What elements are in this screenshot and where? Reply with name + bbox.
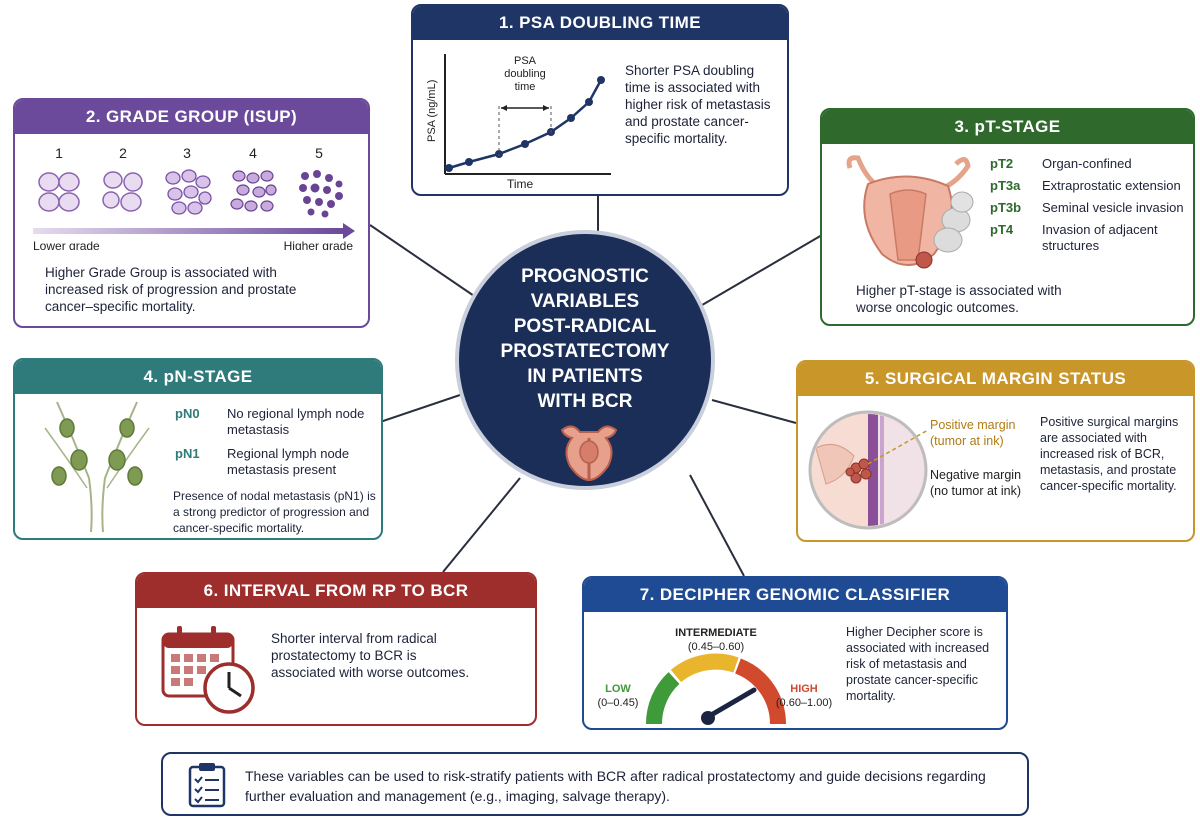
pt-stage-desc: Invasion of adjacent structures: [1042, 222, 1158, 253]
pt-stage-row: pT4 Invasion of adjacent structures: [990, 222, 1190, 254]
high-label: HIGH: [790, 683, 818, 695]
footer-summary-box: These variables can be used to risk-stra…: [161, 752, 1029, 816]
calendar-clock-icon: [161, 626, 255, 714]
grade-label: 1: [55, 145, 63, 161]
grade-group-card: 2. GRADE GROUP (ISUP) 1 2 3 4 5: [13, 98, 370, 328]
intermediate-label: INTERMEDIATE: [675, 627, 757, 639]
psa-doubling-title: 1. PSA DOUBLING TIME: [413, 6, 787, 40]
pt-stage-row: pT3b Seminal vesicle invasion: [990, 200, 1190, 216]
pt-stage-code: pT3a: [990, 178, 1021, 193]
pt-stage-desc: Seminal vesicle invasion: [1042, 200, 1184, 215]
decipher-description: Higher Decipher score is associated with…: [846, 625, 990, 703]
margin-leader-lines: [868, 429, 929, 465]
grade-higher-label: Higher grade: [284, 239, 354, 250]
grade-label: 2: [119, 145, 127, 161]
center-title-line: POST-RADICAL: [513, 316, 657, 337]
pt-stage-card: 3. pT-STAGE pT2 Organ-confined pT3a Extr…: [820, 108, 1195, 326]
pt-stage-code: pT3b: [990, 200, 1022, 215]
psa-y-axis-label: PSA (ng/mL): [426, 80, 438, 142]
low-range: (0–0.45): [598, 697, 639, 709]
grade-label: 4: [249, 145, 257, 161]
grade-lower-label: Lower grade: [33, 239, 100, 250]
footer-text: These variables can be used to risk-stra…: [245, 768, 986, 804]
margin-description: Positive surgical margins are associated…: [1040, 415, 1179, 493]
psa-doubling-label: time: [515, 81, 536, 93]
pt-stage-code: pT4: [990, 222, 1014, 237]
positive-margin-sub: (tumor at ink): [930, 434, 1004, 448]
pn-stage-row: pN0 No regional lymph node metastasis: [175, 406, 375, 438]
surgical-margin-card: 5. SURGICAL MARGIN STATUS Positive margi…: [796, 360, 1195, 542]
pn-stage-code: pN0: [175, 406, 200, 421]
lymph-nodes-icon: [44, 401, 150, 533]
pn-description: Presence of nodal metastasis (pN1) is a …: [173, 489, 376, 535]
gland-histology-icon: 1 2 3 4 5: [33, 145, 355, 250]
center-title-line: WITH BCR: [537, 391, 633, 412]
pn-stage-desc: No regional lymph node metastasis: [227, 406, 365, 437]
psa-doubling-card: 1. PSA DOUBLING TIME PSA (ng/mL) Time PS…: [411, 4, 789, 196]
pt-stage-row: pT2 Organ-confined: [990, 156, 1190, 172]
pn-stage-row: pN1 Regional lymph node metastasis prese…: [175, 446, 375, 478]
clipboard-checklist-icon: [188, 763, 226, 808]
psa-description: Shorter PSA doubling time is associated …: [625, 63, 771, 146]
psa-doubling-label: PSA: [514, 55, 537, 67]
psa-doubling-label: doubling: [504, 68, 546, 80]
low-label: LOW: [605, 683, 631, 695]
positive-margin-label: Positive margin: [930, 418, 1016, 432]
grade-label: 5: [315, 145, 323, 161]
pt-stage-desc: Organ-confined: [1042, 156, 1132, 171]
pn-stage-card: 4. pN-STAGE pN0 No regional lymph node m…: [13, 358, 383, 540]
psa-chart-icon: PSA (ng/mL) Time PSA doubling time: [426, 54, 611, 191]
pt-stage-row: pT3a Extraprostatic extension: [990, 178, 1190, 194]
pt-stage-title: 3. pT-STAGE: [822, 110, 1193, 144]
pn-stage-desc: Regional lymph node metastasis present: [227, 446, 350, 477]
gauge-icon: INTERMEDIATE (0.45–0.60) LOW (0–0.45) HI…: [598, 627, 832, 725]
negative-margin-sub: (no tumor at ink): [930, 484, 1022, 498]
grade-group-title: 2. GRADE GROUP (ISUP): [15, 100, 368, 134]
center-title: PROGNOSTIC VARIABLES POST-RADICAL PROSTA…: [459, 264, 711, 414]
interval-description: Shorter interval from radical prostatect…: [271, 631, 470, 680]
high-range: (0.60–1.00): [776, 697, 832, 709]
center-title-line: IN PATIENTS: [527, 366, 643, 387]
grade-label: 3: [183, 145, 191, 161]
pt-stage-desc: Extraprostatic extension: [1042, 178, 1181, 193]
surgical-margin-title: 5. SURGICAL MARGIN STATUS: [798, 362, 1193, 396]
interval-card: 6. INTERVAL FROM RP TO BCR Shorter inter…: [135, 572, 537, 726]
pn-stage-code: pN1: [175, 446, 200, 461]
interval-title: 6. INTERVAL FROM RP TO BCR: [137, 574, 535, 608]
center-title-line: VARIABLES: [530, 291, 640, 312]
intermediate-range: (0.45–0.60): [688, 641, 744, 653]
decipher-title: 7. DECIPHER GENOMIC CLASSIFIER: [584, 578, 1006, 612]
negative-margin-label: Negative margin: [930, 468, 1022, 482]
pn-stage-title: 4. pN-STAGE: [15, 360, 381, 394]
center-circle: PROGNOSTIC VARIABLES POST-RADICAL PROSTA…: [455, 230, 715, 490]
center-title-line: PROSTATECTOMY: [500, 341, 670, 362]
margin-magnifier-icon: [808, 410, 928, 530]
center-title-line: PROGNOSTIC: [521, 266, 649, 287]
prostate-icon: [560, 425, 618, 482]
pt-description: Higher pT-stage is associated with worse…: [856, 283, 1062, 315]
pt-stage-code: pT2: [990, 156, 1014, 171]
prostate-anatomy-icon: [846, 155, 974, 269]
psa-x-axis-label: Time: [507, 177, 534, 191]
decipher-card: 7. DECIPHER GENOMIC CLASSIFIER INTERMEDI…: [582, 576, 1008, 730]
grade-description: Higher Grade Group is associated with in…: [45, 265, 297, 314]
